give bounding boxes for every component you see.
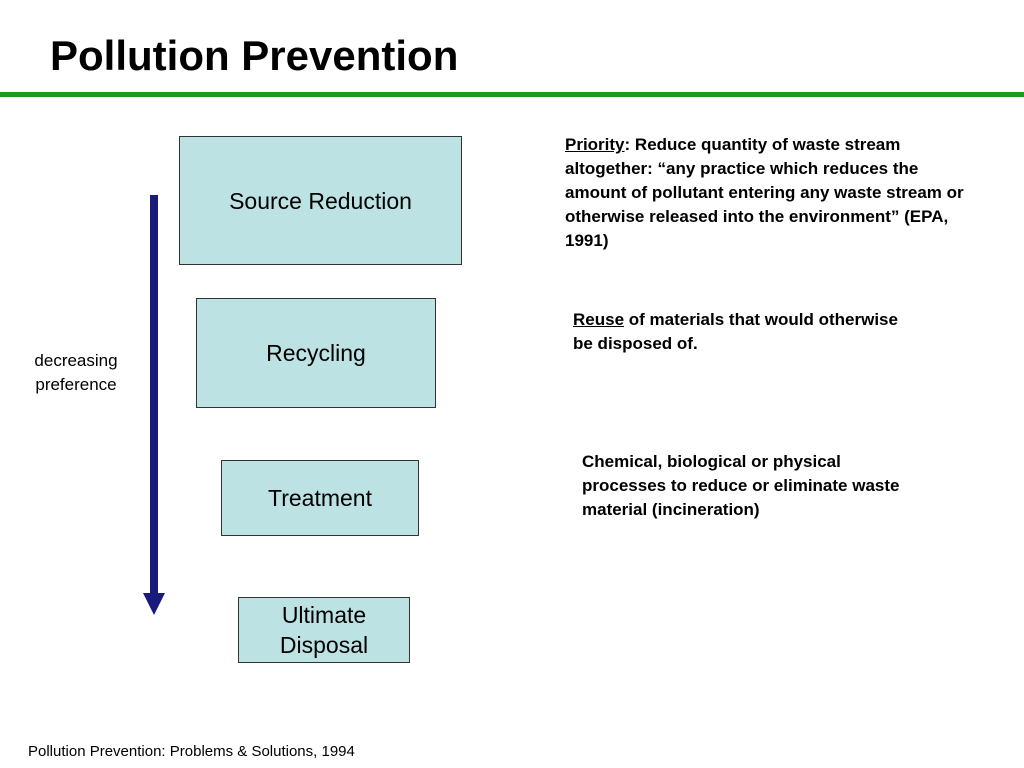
treatment-text: Chemical, biological or physical process… (582, 452, 900, 519)
arrow-head (143, 593, 165, 615)
box-treatment: Treatment (221, 460, 419, 536)
arrow-shaft (150, 195, 158, 595)
box-label-recycling: Recycling (266, 340, 366, 366)
treatment-description: Chemical, biological or physical process… (582, 450, 912, 522)
footer-citation: Pollution Prevention: Problems & Solutio… (28, 743, 355, 760)
priority-keyword: Priority (565, 135, 625, 154)
page-title: Pollution Prevention (50, 32, 459, 79)
box-label-ultimate-disposal: Ultimate Disposal (279, 602, 369, 658)
title-divider (0, 92, 1024, 97)
priority-text: : Reduce quantity of waste stream altoge… (565, 135, 964, 250)
box-label-source-reduction: Source Reduction (229, 187, 412, 214)
box-recycling: Recycling (196, 298, 436, 408)
arrow-label: decreasing preference (20, 349, 132, 397)
box-source-reduction: Source Reduction (179, 136, 462, 265)
box-label-treatment: Treatment (268, 485, 372, 511)
arrow-label-text: decreasing preference (34, 351, 118, 394)
decreasing-preference-arrow (143, 195, 165, 615)
reuse-description: Reuse of materials that would otherwise … (573, 308, 903, 356)
box-ultimate-disposal: Ultimate Disposal (238, 597, 410, 663)
priority-description: Priority: Reduce quantity of waste strea… (565, 133, 965, 253)
reuse-keyword: Reuse (573, 310, 625, 329)
reuse-text: of materials that would otherwise be dis… (573, 310, 898, 353)
